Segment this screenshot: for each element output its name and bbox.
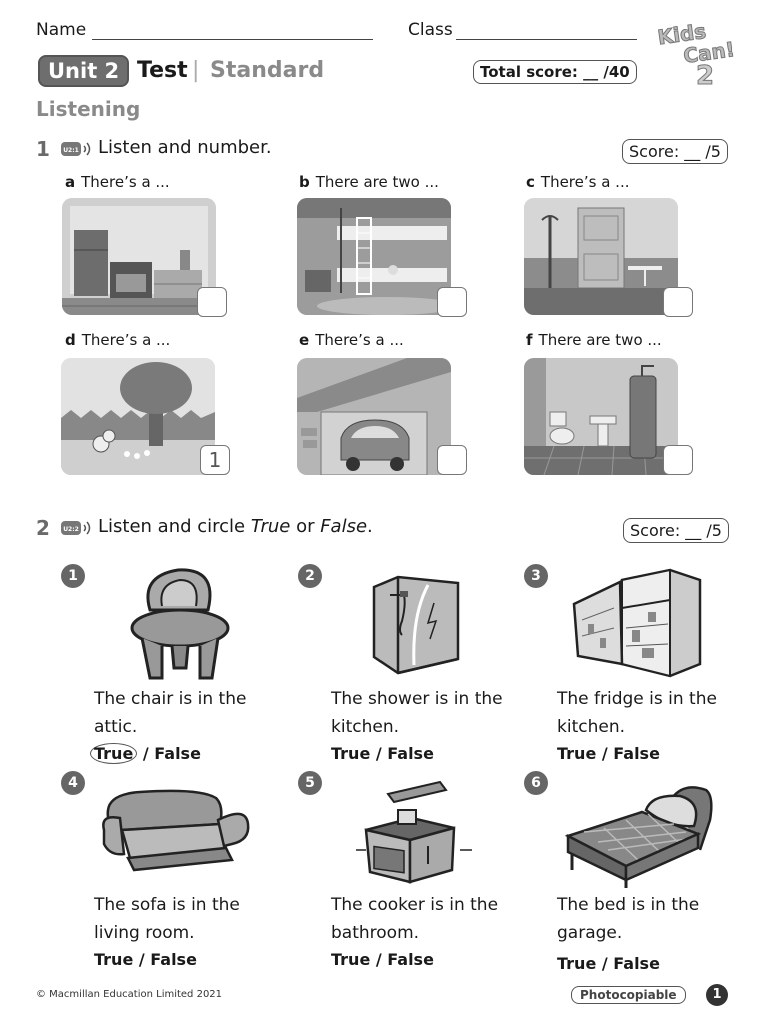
chair-icon <box>128 566 240 684</box>
class-label: Class <box>408 20 453 40</box>
header-separator: | <box>192 58 200 83</box>
svg-text:U2:1: U2:1 <box>63 147 79 154</box>
q1-score-box: Score: __ /5 <box>622 139 728 164</box>
false-option[interactable]: False <box>387 744 434 763</box>
q1-number: 1 <box>36 137 50 161</box>
garage-picture <box>297 358 451 475</box>
svg-text:U2:2: U2:2 <box>63 526 79 533</box>
q2-item-number-4: 4 <box>61 771 85 795</box>
total-score-box: Total score: __ /40 <box>473 60 637 84</box>
cooker-icon <box>356 780 472 884</box>
false-option[interactable]: False <box>613 744 660 763</box>
q1-answer-box-b[interactable] <box>437 287 467 317</box>
q2-item-number-6: 6 <box>524 771 548 795</box>
kitchen-picture <box>62 198 216 315</box>
kids-can-logo: Kids Can! 2 <box>656 18 736 86</box>
q1-instruction: Listen and number. <box>98 137 272 158</box>
garden-picture <box>61 358 215 475</box>
class-line[interactable] <box>456 39 637 40</box>
q1-answer-box-f[interactable] <box>663 445 693 475</box>
true-option[interactable]: True <box>557 954 597 973</box>
name-label: Name <box>36 20 87 40</box>
svg-text:Kids: Kids <box>656 19 707 50</box>
q2-true-false-3: True / False <box>557 744 660 763</box>
q2-true-false-6: True / False <box>557 954 660 973</box>
true-option[interactable]: True <box>557 744 597 763</box>
photocopiable-badge: Photocopiable <box>571 986 686 1004</box>
svg-text:2: 2 <box>696 61 714 86</box>
fridge-icon <box>570 568 706 680</box>
level-label: Standard <box>210 58 325 83</box>
q2-item-number-2: 2 <box>298 564 322 588</box>
q1-answer-box-c[interactable] <box>663 287 693 317</box>
false-option[interactable]: False <box>154 744 201 763</box>
name-line[interactable] <box>92 39 373 40</box>
q2-true-false-4: True / False <box>94 950 197 969</box>
sofa-icon <box>100 784 252 874</box>
q2-instruction: Listen and circle True or False. <box>98 516 373 537</box>
q2-true-false-1: True / False <box>90 743 201 764</box>
bunk-beds-picture <box>297 198 451 315</box>
section-title: Listening <box>36 97 141 121</box>
q2-item-number-1: 1 <box>61 564 85 588</box>
false-option[interactable]: False <box>150 950 197 969</box>
q2-true-false-5: True / False <box>331 950 434 969</box>
q1-answer-box-e[interactable] <box>437 445 467 475</box>
hall-picture <box>524 198 678 315</box>
page-number: 1 <box>706 984 728 1006</box>
q2-item-number-5: 5 <box>298 771 322 795</box>
q2-number: 2 <box>36 516 50 540</box>
copyright: © Macmillan Education Limited 2021 <box>36 989 223 1000</box>
bathroom-picture <box>524 358 678 475</box>
q1-answer-box-a[interactable] <box>197 287 227 317</box>
true-option[interactable]: True <box>331 950 371 969</box>
q2-score-box: Score: __ /5 <box>623 518 729 543</box>
false-option[interactable]: False <box>387 950 434 969</box>
unit-badge: Unit 2 <box>38 55 130 87</box>
test-label: Test <box>137 58 188 83</box>
shower-icon <box>368 575 464 675</box>
false-option[interactable]: False <box>613 954 660 973</box>
true-option[interactable]: True <box>94 950 134 969</box>
q2-true-false-2: True / False <box>331 744 434 763</box>
true-option[interactable]: True <box>331 744 371 763</box>
audio-icon[interactable]: U2:2 <box>60 519 94 537</box>
bed-icon <box>564 780 714 890</box>
audio-icon[interactable]: U2:1 <box>60 140 94 158</box>
q2-item-number-3: 3 <box>524 564 548 588</box>
true-option-circled[interactable]: True <box>90 743 138 764</box>
q1-answer-box-d[interactable]: 1 <box>200 445 230 475</box>
